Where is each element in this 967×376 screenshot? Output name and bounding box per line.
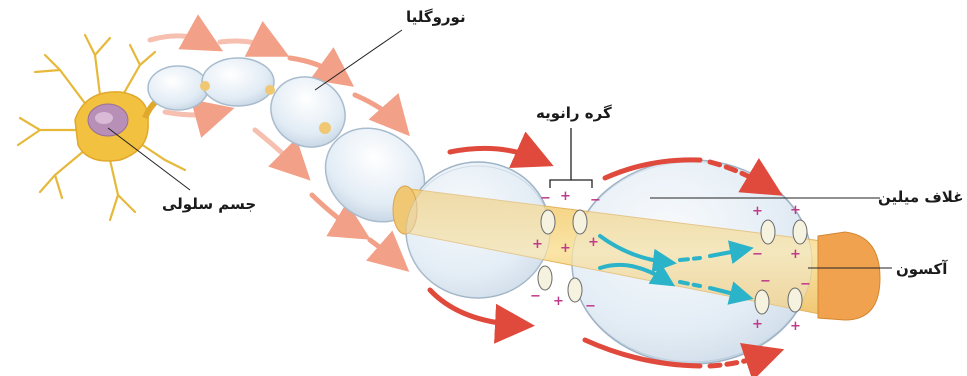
svg-text:−: −	[540, 191, 551, 206]
svg-text:+: +	[560, 189, 571, 204]
label-axon: آکسون	[896, 260, 947, 278]
svg-text:+: +	[790, 203, 801, 218]
label-node-of-ranvier: گره رانویه	[536, 104, 612, 122]
svg-text:−: −	[585, 299, 596, 314]
svg-text:+: +	[790, 247, 801, 262]
svg-text:−: −	[800, 277, 811, 292]
svg-text:−: −	[530, 289, 541, 304]
svg-text:+: +	[752, 317, 763, 332]
axon-terminal	[818, 232, 880, 320]
svg-text:+: +	[588, 235, 599, 250]
svg-text:+: +	[790, 319, 801, 334]
svg-text:−: −	[760, 274, 771, 289]
svg-text:−: −	[590, 193, 601, 208]
node-bracket	[550, 128, 592, 188]
svg-text:−: −	[752, 247, 763, 262]
svg-text:+: +	[752, 204, 763, 219]
label-myelin-sheath: غلاف میلین	[878, 188, 963, 206]
label-cell-body: جسم سلولی	[162, 195, 256, 213]
svg-text:+: +	[560, 241, 571, 256]
leader-neuroglia	[315, 30, 402, 90]
label-neuroglia: نوروگلیا	[406, 8, 466, 26]
svg-text:+: +	[553, 294, 564, 309]
svg-text:+: +	[532, 237, 543, 252]
